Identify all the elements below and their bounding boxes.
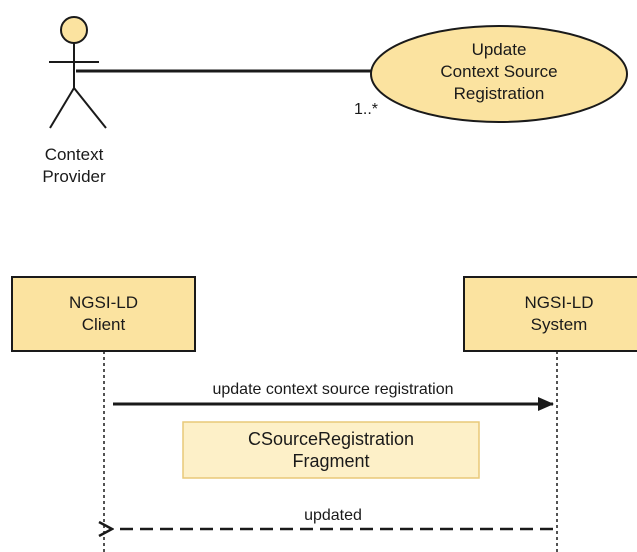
use-case-ellipse (370, 25, 628, 123)
client-label-line1: NGSI-LD (69, 293, 138, 312)
system-lifeline-box (463, 276, 637, 352)
payload-note-box (182, 421, 480, 479)
association-multiplicity: 1..* (353, 101, 378, 118)
use-case-line1: Update (471, 40, 527, 59)
response-message-label: updated (304, 507, 362, 524)
actor-left-leg (49, 87, 75, 129)
use-case-line2: Context Source (440, 62, 558, 81)
use-case-line3: Registration (453, 84, 545, 103)
actor-icon (49, 16, 107, 129)
request-message-label: update context source registration (212, 381, 454, 398)
system-label-line1: NGSI-LD (524, 293, 594, 312)
actor-right-leg (73, 87, 107, 129)
payload-note-label: CSourceRegistration Fragment (183, 428, 479, 472)
system-label: NGSI-LD System (464, 292, 637, 336)
actor-name-line2: Provider (42, 167, 106, 186)
actor-head (60, 16, 88, 44)
use-case-label: Update Context Source Registration (401, 39, 597, 105)
client-label-line2: Client (81, 315, 126, 334)
system-label-line2: System (530, 315, 588, 334)
client-label: NGSI-LD Client (12, 292, 195, 336)
actor-name-line1: Context (44, 145, 104, 164)
payload-note-line2: Fragment (292, 451, 370, 471)
client-lifeline-box (11, 276, 196, 352)
actor-name: Context Provider (14, 144, 134, 188)
payload-note-line1: CSourceRegistration (247, 429, 415, 449)
